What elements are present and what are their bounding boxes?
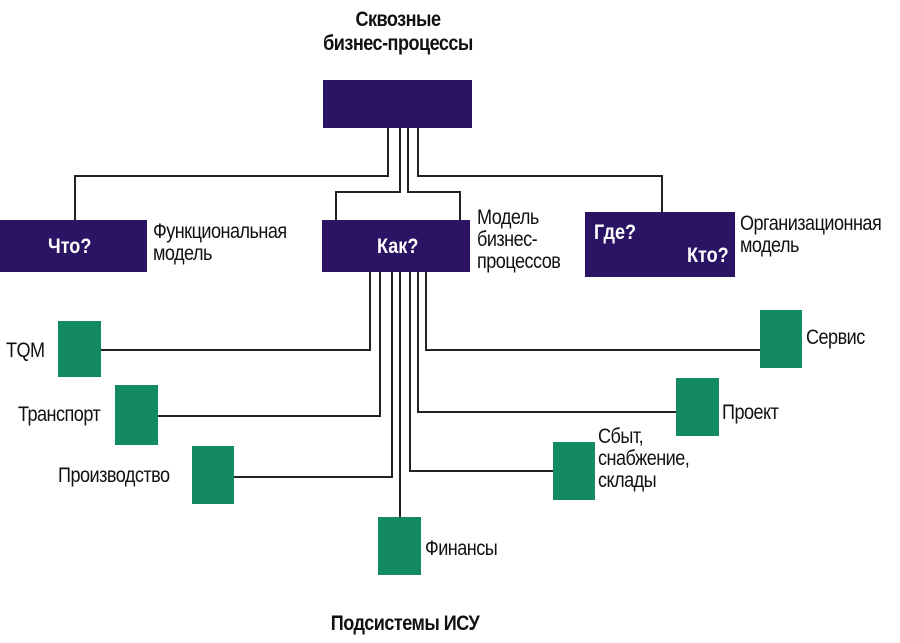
how-box-label: Как?: [377, 235, 419, 258]
tqm-label: TQM: [6, 339, 45, 362]
transport-label: Транспорт: [18, 403, 101, 426]
root-box: [323, 80, 472, 128]
who-box-label: Кто?: [687, 244, 729, 267]
connectors: [74, 128, 760, 517]
project-label: Проект: [722, 401, 779, 424]
connector-root-how-a: [335, 128, 401, 220]
connector-how-production: [233, 272, 393, 478]
what-caption: Функциональная модель: [153, 220, 287, 265]
sales-label: Сбыт, снабжение, склады: [598, 425, 690, 492]
what-box-label: Что?: [48, 235, 92, 258]
where-who-box: [585, 212, 735, 277]
connector-how-project: [417, 272, 676, 413]
connector-root-what: [74, 128, 389, 220]
service-box: [760, 310, 802, 368]
connector-how-tqm: [100, 272, 371, 351]
how-box: [322, 220, 470, 272]
connector-how-sales: [409, 272, 553, 472]
tqm-box: [58, 321, 101, 377]
service-label: Сервис: [806, 326, 865, 349]
footer-title: Подсистемы ИСУ: [330, 612, 480, 635]
transport-box: [115, 385, 158, 445]
connector-root-how-b: [407, 128, 461, 220]
what-box: [0, 220, 147, 272]
how-caption: Модель бизнес- процессов: [477, 206, 561, 273]
where-who-caption: Организационная модель: [740, 212, 882, 257]
where-box-label: Где?: [594, 221, 637, 244]
connector-root-where-who: [417, 128, 663, 212]
finance-label: Финансы: [425, 537, 498, 560]
connector-how-service: [425, 272, 760, 351]
connector-how-transport: [158, 272, 381, 417]
sales-box: [553, 442, 595, 500]
finance-box: [378, 517, 421, 575]
project-box: [676, 378, 719, 436]
production-label: Производство: [58, 464, 170, 487]
root-title: Сквозные бизнес-процессы: [323, 8, 473, 55]
production-box: [192, 446, 234, 504]
